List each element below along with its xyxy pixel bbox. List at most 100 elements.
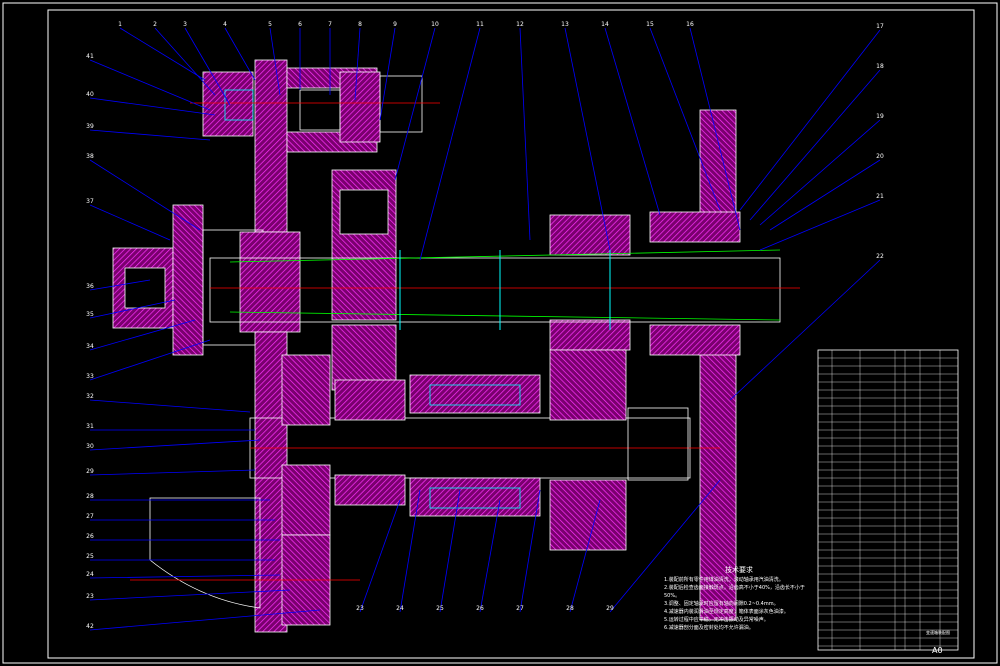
leader-line bbox=[269, 27, 281, 96]
technical-requirements: 技术要求 1.装配前所有零件用煤油清洗，滚动轴承用汽油清洗。 2.装配后检查齿面… bbox=[664, 566, 814, 632]
callout-number: 19 bbox=[876, 113, 884, 120]
leader-line bbox=[399, 489, 421, 613]
callout-number: 21 bbox=[876, 193, 884, 200]
leader-line bbox=[519, 489, 541, 613]
inner-border bbox=[47, 9, 975, 659]
title-block-name: 变速箱装配图 bbox=[926, 630, 950, 635]
callout-number: 27 bbox=[86, 513, 94, 520]
leader-line bbox=[89, 129, 211, 141]
main-housing-wall bbox=[239, 109, 741, 633]
leader-line bbox=[564, 27, 611, 251]
callout-number: 41 bbox=[86, 53, 94, 60]
callout-number: 29 bbox=[606, 605, 614, 612]
callout-number: 23 bbox=[86, 593, 94, 600]
callout-number: 32 bbox=[86, 393, 94, 400]
callout-number: 26 bbox=[86, 533, 94, 540]
leader-line bbox=[89, 299, 176, 319]
leader-line bbox=[394, 27, 436, 181]
callout-number: 8 bbox=[358, 21, 362, 28]
leader-line bbox=[119, 27, 206, 81]
callout-number: 13 bbox=[561, 21, 569, 28]
leader-line bbox=[89, 339, 211, 381]
note-line: 1.装配前所有零件用煤油清洗，滚动轴承用汽油清洗。 bbox=[664, 577, 784, 583]
note-line: 6.减速器剖分面及密封处均不允许漏油。 bbox=[664, 625, 754, 631]
callout-number: 9 bbox=[393, 21, 397, 28]
callout-number: 28 bbox=[566, 605, 574, 612]
callout-number: 22 bbox=[876, 253, 884, 260]
leader-lines bbox=[89, 27, 881, 631]
leader-line bbox=[739, 29, 881, 211]
leader-line bbox=[89, 204, 171, 241]
leader-line bbox=[89, 59, 211, 111]
callout-number: 30 bbox=[86, 443, 94, 450]
callout-number: 27 bbox=[516, 605, 524, 612]
callout-number: 6 bbox=[298, 21, 302, 28]
callout-number: 40 bbox=[86, 91, 94, 98]
leader-line bbox=[604, 27, 661, 216]
leader-line bbox=[89, 574, 281, 579]
callout-number: 4 bbox=[223, 21, 227, 28]
callout-number: 12 bbox=[516, 21, 524, 28]
callout-number: 11 bbox=[476, 21, 484, 28]
callout-number: 39 bbox=[86, 123, 94, 130]
callout-number: 3 bbox=[183, 21, 187, 28]
leader-line bbox=[519, 27, 531, 241]
bottom-gear-and-cover bbox=[130, 497, 360, 626]
callout-number: 29 bbox=[86, 468, 94, 475]
callout-number: 42 bbox=[86, 623, 94, 630]
leader-line bbox=[439, 489, 461, 613]
callout-number: 33 bbox=[86, 373, 94, 380]
bom-table bbox=[817, 349, 959, 651]
callout-number: 25 bbox=[86, 553, 94, 560]
callout-number: 20 bbox=[876, 153, 884, 160]
callout-number: 18 bbox=[876, 63, 884, 70]
leader-line bbox=[89, 609, 321, 631]
leader-line bbox=[729, 259, 881, 401]
callout-number: 7 bbox=[328, 21, 332, 28]
callout-number: 14 bbox=[601, 21, 609, 28]
callout-number: 10 bbox=[431, 21, 439, 28]
callout-number: 37 bbox=[86, 198, 94, 205]
leader-line bbox=[569, 499, 601, 613]
callout-number: 38 bbox=[86, 153, 94, 160]
lower-countershaft bbox=[249, 349, 720, 551]
callout-number: 28 bbox=[86, 493, 94, 500]
callout-number: 36 bbox=[86, 283, 94, 290]
leader-line bbox=[224, 27, 256, 81]
leader-line bbox=[759, 199, 881, 251]
note-line: 3.调整、固定轴承时应留有轴向间隙0.2~0.4mm。 bbox=[664, 601, 779, 607]
callout-number: 5 bbox=[268, 21, 272, 28]
leader-line bbox=[609, 479, 721, 613]
leader-line bbox=[419, 27, 481, 261]
input-flange bbox=[112, 204, 264, 356]
large-gear-upper bbox=[331, 169, 397, 391]
callout-number: 1 bbox=[118, 21, 122, 28]
leader-line bbox=[89, 399, 251, 413]
main-shaft bbox=[209, 249, 800, 330]
callout-number: 35 bbox=[86, 311, 94, 318]
callout-number: 2 bbox=[153, 21, 157, 28]
leader-line bbox=[479, 499, 501, 613]
leader-line bbox=[749, 69, 881, 221]
callout-number: 34 bbox=[86, 343, 94, 350]
leader-line bbox=[359, 499, 401, 613]
callout-number: 25 bbox=[436, 605, 444, 612]
callout-number: 26 bbox=[476, 605, 484, 612]
callout-number: 16 bbox=[686, 21, 694, 28]
callout-number: 17 bbox=[876, 23, 884, 30]
callout-number: 15 bbox=[646, 21, 654, 28]
callout-number: 24 bbox=[396, 605, 404, 612]
leader-line bbox=[89, 439, 261, 451]
leader-line bbox=[649, 27, 721, 211]
leader-line bbox=[184, 27, 231, 106]
note-line: 5.运转过程中应平稳，无冲击振动及异常噪声。 bbox=[664, 617, 769, 623]
notes-title: 技术要求 bbox=[725, 566, 753, 574]
title-block-number: A0 bbox=[932, 646, 943, 655]
note-line: 2.装配后检查齿面接触斑点，沿齿高不小于40%，沿齿长不小于50%。 bbox=[664, 585, 805, 599]
note-line: 4.减速器内装润滑油至规定高度，箱体表面涂灰色油漆。 bbox=[664, 609, 789, 615]
leader-line bbox=[154, 27, 216, 96]
leader-line bbox=[89, 279, 151, 291]
leader-line bbox=[89, 589, 291, 601]
leader-line bbox=[379, 27, 396, 121]
